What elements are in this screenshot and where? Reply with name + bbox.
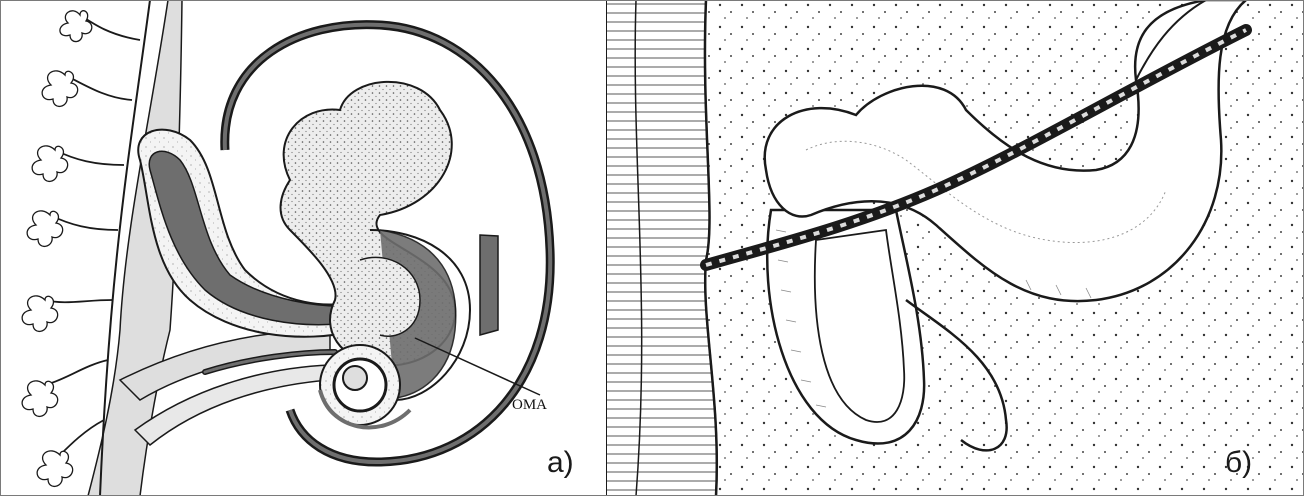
panel-a-label: а) [547,446,574,480]
panel-b-label: б) [1225,446,1252,480]
